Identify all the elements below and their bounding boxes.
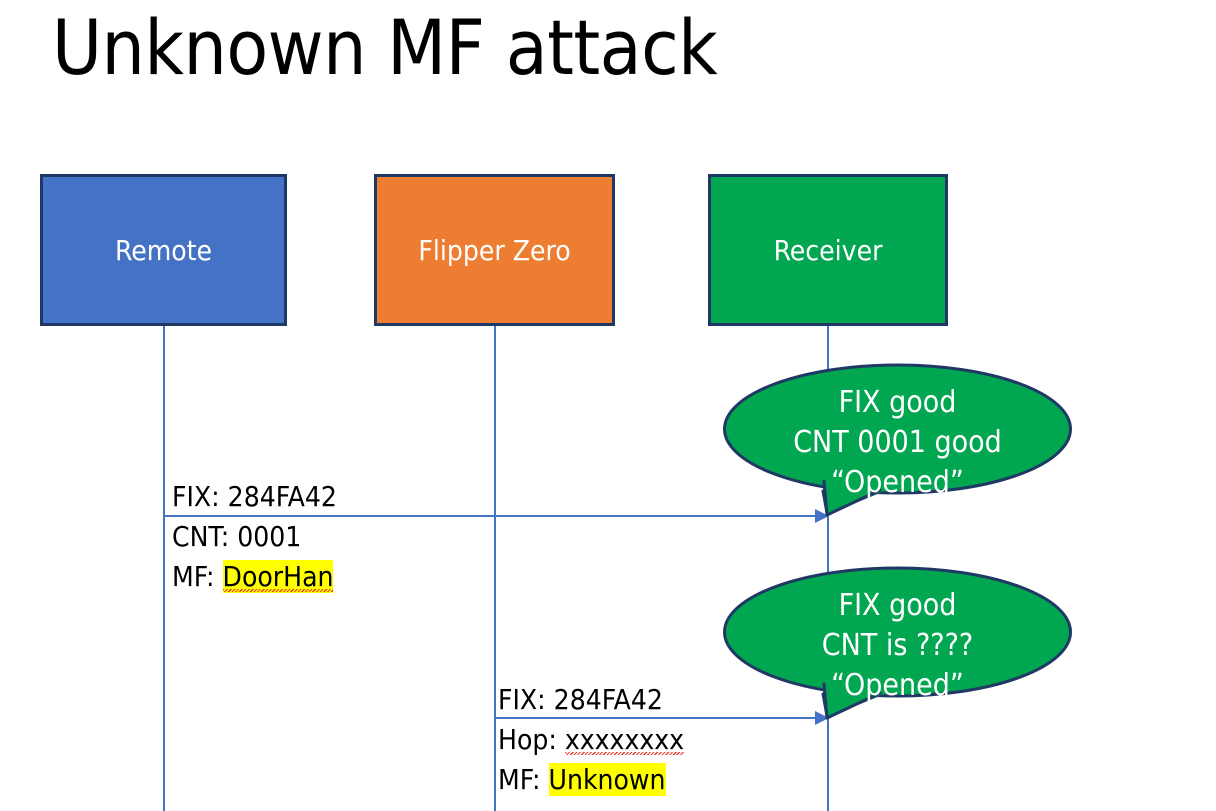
- message-2-line-2-value: xxxxxxxx: [564, 723, 685, 756]
- message-2-line-3: MF: Unknown: [498, 760, 666, 800]
- speech-bubble-receiver-response-2[interactable]: FIX good CNT is ???? “Opened”: [723, 566, 1072, 721]
- page-title: Unknown MF attack: [52, 3, 718, 92]
- lifeline-receiver: [827, 326, 829, 811]
- actor-box-remote[interactable]: Remote: [40, 174, 287, 326]
- message-2-line-2-label: Hop:: [498, 723, 557, 756]
- message-1-line-3: MF: DoorHan: [172, 557, 334, 597]
- message-1-line-2: CNT: 0001: [172, 517, 301, 557]
- message-1-line-2-value: 0001: [237, 520, 302, 553]
- message-2-line-1-label: FIX:: [498, 683, 546, 716]
- message-2-line-2: Hop: xxxxxxxx: [498, 720, 684, 760]
- lifeline-remote: [163, 326, 165, 811]
- actor-box-flipper[interactable]: Flipper Zero: [374, 174, 615, 326]
- message-1-line-3-value-highlighted: DoorHan: [222, 560, 334, 593]
- message-2-line-3-label: MF:: [498, 763, 541, 796]
- message-1-line-1: FIX: 284FA42: [172, 477, 337, 517]
- actor-label-flipper: Flipper Zero: [418, 233, 571, 267]
- lifeline-flipper: [494, 326, 496, 811]
- message-2-line-1-value: 284FA42: [553, 683, 663, 716]
- message-2-line-1: FIX: 284FA42: [498, 680, 663, 720]
- message-1-line-1-label: FIX:: [172, 480, 220, 513]
- speech-bubble-shape-1: [723, 363, 1072, 517]
- message-1-line-1-value: 284FA42: [227, 480, 337, 513]
- message-1-line-3-label: MF:: [172, 560, 215, 593]
- actor-label-remote: Remote: [114, 233, 213, 267]
- actor-label-receiver: Receiver: [773, 233, 883, 267]
- speech-bubble-receiver-response-1[interactable]: FIX good CNT 0001 good “Opened”: [723, 363, 1072, 518]
- actor-box-receiver[interactable]: Receiver: [708, 174, 948, 326]
- speech-bubble-shape-2: [723, 566, 1072, 720]
- message-1-line-2-label: CNT:: [172, 520, 230, 553]
- message-2-line-3-value-highlighted: Unknown: [548, 763, 666, 796]
